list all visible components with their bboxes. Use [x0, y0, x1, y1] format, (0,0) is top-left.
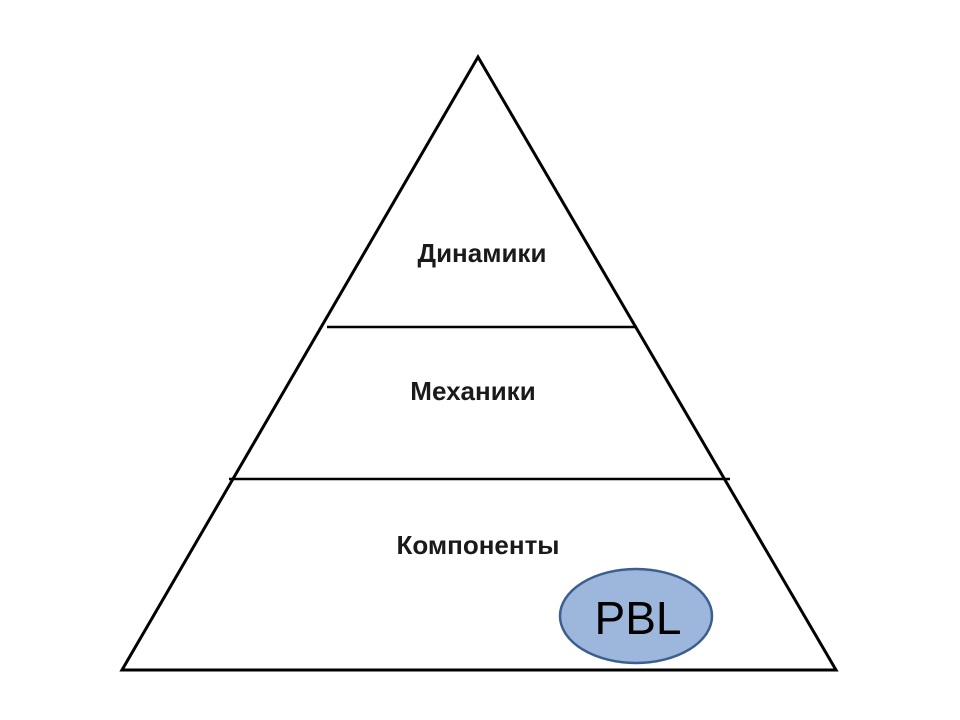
layer-label-bottom: Компоненты: [396, 530, 559, 560]
pyramid-outline: [119, 54, 839, 672]
pbl-badge-label: PBL: [595, 592, 682, 644]
layer-label-middle: Механики: [410, 376, 535, 406]
layer-label-top: Динамики: [418, 238, 547, 268]
pbl-badge: [558, 567, 714, 665]
